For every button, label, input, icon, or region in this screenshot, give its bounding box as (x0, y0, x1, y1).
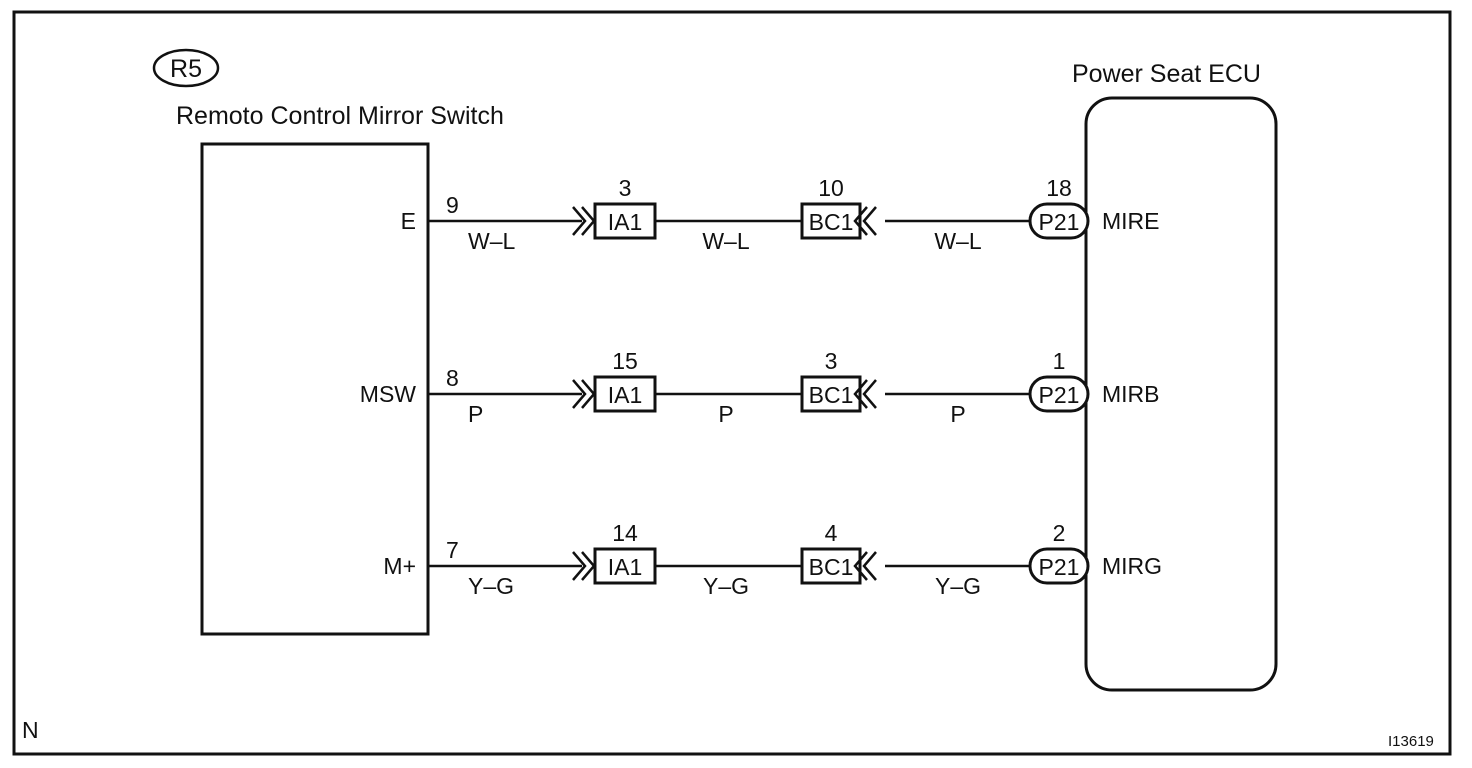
ia1-connector-box (593, 202, 657, 240)
wire-color-label: P (950, 401, 965, 427)
connector-chevron-icon (853, 551, 877, 581)
switch-pin-number: 7 (446, 537, 459, 563)
switch-terminal-label: M+ (383, 553, 416, 579)
diagram-frame (12, 10, 1452, 756)
mirror-switch-box (200, 142, 430, 636)
left-component-name: Remoto Control Mirror Switch (176, 102, 504, 130)
right-component-name: Power Seat ECU (1072, 60, 1261, 88)
bc1-pin-number: 3 (825, 348, 838, 374)
ia1-pin-number: 3 (619, 175, 632, 201)
p21-connector-label: P21 (1039, 382, 1080, 408)
ia1-pin-number: 15 (612, 348, 638, 374)
switch-terminal-label: MSW (360, 381, 417, 407)
wire-color-label: P (468, 401, 483, 427)
ecu-pin-number: 2 (1053, 520, 1066, 546)
bc1-connector-box (800, 202, 862, 240)
ecu-signal-label: MIRG (1102, 553, 1162, 579)
connector-chevron-icon (853, 206, 877, 236)
p21-connector-oval (1028, 202, 1090, 240)
ia1-connector-label: IA1 (608, 382, 643, 408)
bc1-connector-label: BC1 (809, 382, 854, 408)
p21-connector-oval (1028, 547, 1090, 585)
wire-color-label: W–L (468, 228, 516, 254)
ecu-pin-number: 18 (1046, 175, 1072, 201)
wire-color-label: Y–G (935, 573, 981, 599)
bc1-connector-label: BC1 (809, 554, 854, 580)
switch-pin-number: 9 (446, 192, 459, 218)
component-code-oval (152, 48, 220, 88)
ia1-connector-box (593, 547, 657, 585)
bc1-connector-box (800, 375, 862, 413)
switch-terminal-label: E (401, 208, 416, 234)
ia1-connector-label: IA1 (608, 209, 643, 235)
wire-color-label: Y–G (703, 573, 749, 599)
p21-connector-label: P21 (1039, 554, 1080, 580)
figure-id: I13619 (1388, 733, 1434, 750)
ia1-pin-number: 14 (612, 520, 638, 546)
left-component-code: R5 (170, 55, 202, 83)
switch-pin-number: 8 (446, 365, 459, 391)
bc1-pin-number: 4 (825, 520, 838, 546)
ia1-connector-label: IA1 (608, 554, 643, 580)
corner-label: N (22, 717, 39, 743)
bc1-connector-label: BC1 (809, 209, 854, 235)
p21-connector-label: P21 (1039, 209, 1080, 235)
ecu-signal-label: MIRE (1102, 208, 1160, 234)
wire-color-label: P (718, 401, 733, 427)
ecu-pin-number: 1 (1053, 348, 1066, 374)
bc1-pin-number: 10 (818, 175, 844, 201)
ecu-signal-label: MIRB (1102, 381, 1160, 407)
wire-color-label: W–L (702, 228, 750, 254)
wire-color-label: Y–G (468, 573, 514, 599)
p21-connector-oval (1028, 375, 1090, 413)
connector-chevron-icon (853, 379, 877, 409)
bc1-connector-box (800, 547, 862, 585)
wire-color-label: W–L (934, 228, 982, 254)
